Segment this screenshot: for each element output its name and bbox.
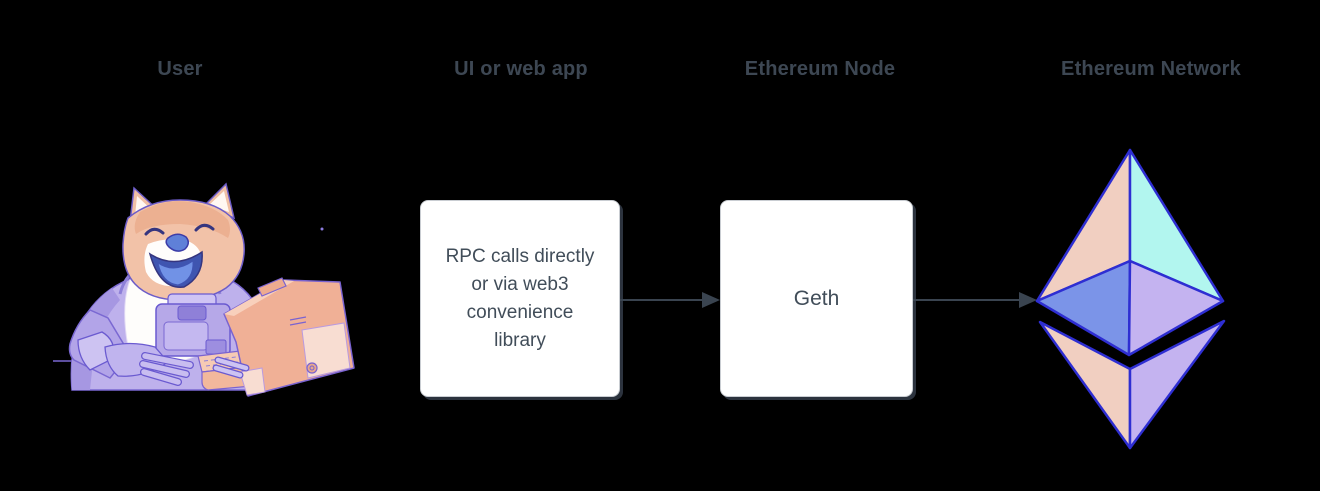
node-box-geth: Geth	[720, 200, 913, 397]
computer-front-panel	[239, 367, 266, 396]
eth-pyramid-right	[1128, 319, 1226, 450]
chest-pack-tab	[205, 339, 227, 355]
computer-vents	[289, 316, 307, 326]
heading-ethereum-network: Ethereum Network	[1061, 58, 1241, 80]
eth-face-bottom-right	[1127, 259, 1225, 357]
doge-right-eye	[194, 223, 215, 232]
node-box-ui-web-app: RPC calls directly or via web3 convenien…	[420, 200, 620, 397]
heading-user: User	[157, 58, 203, 80]
doge-astronaut-illustration	[53, 182, 355, 397]
doge-nose	[165, 233, 189, 252]
doge-left-eye	[144, 227, 165, 236]
heading-ethereum-node: Ethereum Node	[744, 58, 896, 80]
chest-pack-buckle	[177, 305, 207, 321]
computer-handle	[257, 277, 287, 297]
doge-head-shading	[134, 201, 230, 238]
geth-box-text: Geth	[793, 286, 840, 310]
arrow-node-to-network-line	[913, 299, 1020, 301]
computer-badge-inner	[309, 365, 315, 371]
stray-dot-icon	[320, 227, 324, 231]
computer-badge	[306, 362, 318, 374]
heading-ui-or-web-app: UI or web app	[454, 58, 588, 80]
chest-pack-panel	[163, 321, 209, 351]
doge-tongue	[157, 260, 194, 286]
arrow-node-to-network-head-icon	[1019, 292, 1037, 308]
ethereum-logo-icon	[1035, 148, 1226, 450]
arrow-ui-to-node-head-icon	[702, 292, 720, 308]
arrow-ui-to-node-line	[620, 299, 704, 301]
ui-box-text: RPC calls directly or via web3 convenien…	[445, 245, 595, 351]
robot-glove-fingers	[139, 352, 250, 386]
